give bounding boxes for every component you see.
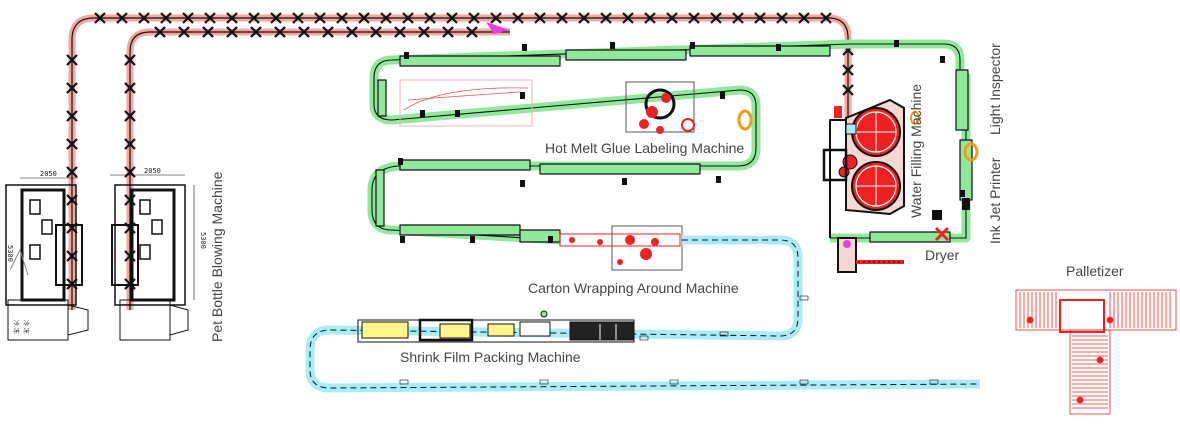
dimension-height-a: 5300 (6, 245, 14, 262)
carton-conveyor (305, 235, 981, 393)
conveyor-segments (375, 45, 973, 243)
svg-text:冷 冻: 冷 冻 (22, 320, 30, 334)
fan-icon (314, 12, 326, 24)
dimension-height-b: 5300 (199, 232, 207, 249)
fan-icon (322, 26, 334, 38)
fan-icon (534, 12, 546, 24)
fan-icon (66, 138, 78, 150)
fan-icon (358, 12, 370, 24)
fan-icon (274, 26, 286, 38)
fan-icon (666, 12, 678, 24)
fan-icon (370, 26, 382, 38)
fan-icon (446, 12, 458, 24)
fan-icon (66, 166, 78, 178)
label-filling-machine: Water Filling Machine (908, 84, 924, 218)
fan-icon (66, 110, 78, 122)
fan-icon (160, 12, 172, 24)
label-palletizer: Palletizer (1066, 263, 1124, 279)
fan-icon (178, 26, 190, 38)
fan-icon (94, 12, 106, 24)
fan-icon (622, 12, 634, 24)
fan-icon (468, 12, 480, 24)
water-filling-machine (822, 98, 950, 273)
fan-icon (798, 12, 810, 24)
air-junction-icon (486, 22, 510, 34)
fan-icon (842, 84, 854, 96)
fan-icon (466, 26, 478, 38)
fan-icon (124, 138, 136, 150)
fan-icon (842, 64, 854, 76)
fan-icon (394, 26, 406, 38)
label-inkjet-printer: Ink Jet Printer (987, 157, 1003, 244)
label-labeling-machine: Hot Melt Glue Labeling Machine (545, 140, 744, 156)
label-light-inspector: Light Inspector (987, 43, 1003, 135)
fan-icon (644, 12, 656, 24)
fan-icon (776, 12, 788, 24)
fan-icon (124, 82, 136, 94)
fan-icon (182, 12, 194, 24)
fan-icon (270, 12, 282, 24)
fan-icon (754, 12, 766, 24)
shrink-film-machine (357, 310, 635, 343)
fan-icon (442, 26, 454, 38)
fan-icon (138, 12, 150, 24)
fan-icon (512, 12, 524, 24)
fan-icon (402, 12, 414, 24)
blowing-machine-area: 2050 2050 5300 5300 冷 冻 冷 冻 (5, 167, 207, 341)
conveyor-guides (398, 40, 965, 243)
fan-icon (556, 12, 568, 24)
fan-icon (124, 110, 136, 122)
fan-icon (226, 12, 238, 24)
air-conveyor (66, 12, 854, 310)
fan-icon (298, 26, 310, 38)
fan-icon (600, 12, 612, 24)
fan-icon (346, 26, 358, 38)
fan-icon (578, 12, 590, 24)
fan-icon (116, 12, 128, 24)
fan-icon (336, 12, 348, 24)
fan-icon (154, 26, 166, 38)
fan-icon (250, 26, 262, 38)
fan-icon (380, 12, 392, 24)
dimension-width-b: 2050 (144, 167, 161, 175)
fan-icon (66, 54, 78, 66)
label-blowing-machine: Pet Bottle Blowing Machine (209, 171, 225, 342)
fan-icon (124, 166, 136, 178)
dimension-width-a: 2050 (40, 170, 57, 178)
fan-icon (204, 12, 216, 24)
label-dryer: Dryer (925, 247, 960, 263)
label-shrink-machine: Shrink Film Packing Machine (400, 349, 581, 365)
carton-wrapping-machine (559, 225, 683, 271)
fan-icon (424, 12, 436, 24)
inkjet-marker (963, 142, 979, 162)
air-fans (66, 12, 854, 290)
labeling-orange-marker (737, 109, 753, 131)
fan-icon (292, 12, 304, 24)
bottle-conveyor (367, 39, 973, 245)
fan-icon (418, 26, 430, 38)
fan-icon (226, 26, 238, 38)
fan-icon (490, 12, 502, 24)
fan-icon (688, 12, 700, 24)
fan-icon (710, 12, 722, 24)
fan-icon (248, 12, 260, 24)
svg-text:冷 冻: 冷 冻 (12, 320, 20, 334)
fan-icon (732, 12, 744, 24)
fan-icon (124, 54, 136, 66)
fan-icon (820, 12, 832, 24)
palletizer (1015, 289, 1177, 415)
label-carton-machine: Carton Wrapping Around Machine (528, 280, 739, 296)
inspection-area (962, 142, 979, 210)
fan-icon (202, 26, 214, 38)
fan-icon (66, 82, 78, 94)
labeling-machine (399, 79, 753, 134)
